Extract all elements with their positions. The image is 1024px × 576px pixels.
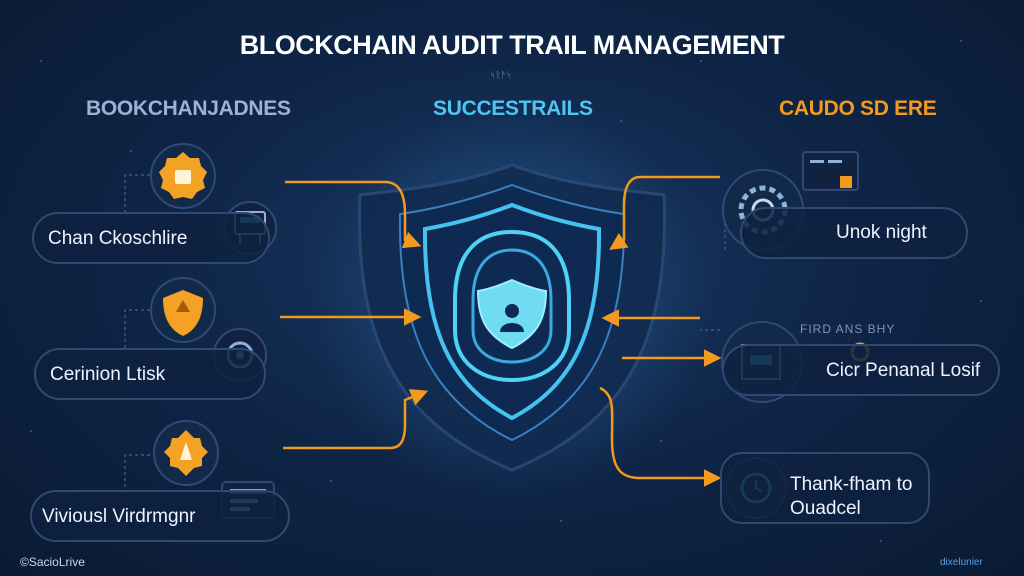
page-subtitle: ᛋᚱᚫᛋ bbox=[490, 70, 512, 80]
right-tree-lines bbox=[700, 220, 726, 331]
right-item-overlay-2: FIRD ANS BHY bbox=[800, 322, 896, 336]
left-icon-2-shield-icon bbox=[150, 277, 216, 343]
right-item-box-1 bbox=[740, 207, 968, 259]
right-item-label-3b: Ouadcel bbox=[790, 498, 861, 519]
right-item-box-3 bbox=[720, 452, 930, 524]
central-shield-icon bbox=[312, 100, 712, 500]
left-icon-3-rocket-icon bbox=[153, 420, 219, 486]
footer-credit-right: dixelunier bbox=[940, 557, 983, 568]
left-item-box-1 bbox=[32, 212, 270, 264]
column-heading-right: CAUDO SD ERE bbox=[779, 97, 937, 120]
left-icon-1-hand-coin-icon bbox=[150, 143, 216, 209]
footer-credit-left: ©SacioLrive bbox=[20, 555, 85, 569]
right-item-label-2: Cicr Penanal Losif bbox=[826, 360, 981, 381]
left-item-box-2 bbox=[34, 348, 266, 400]
left-item-box-3 bbox=[30, 490, 290, 542]
left-item-label-2: Cerinion Ltisk bbox=[50, 364, 166, 385]
right-item-box-2 bbox=[722, 344, 1000, 396]
left-item-label-3: Viviousl Virdrmgnr bbox=[42, 506, 196, 527]
left-item-label-1: Chan Ckoschlire bbox=[48, 228, 188, 249]
right-small-icon-1-card-icon bbox=[802, 151, 859, 191]
column-heading-left: BOOKCHANJADNES bbox=[86, 97, 291, 120]
left-tree-lines bbox=[124, 174, 150, 495]
right-item-label-1: Unok night bbox=[836, 222, 927, 243]
right-item-label-3a: Thank-fham to bbox=[790, 474, 913, 495]
connector-arrows bbox=[280, 175, 722, 487]
page-title: BLOCKCHAIN AUDIT TRAIL MANAGEMENT bbox=[239, 30, 785, 60]
